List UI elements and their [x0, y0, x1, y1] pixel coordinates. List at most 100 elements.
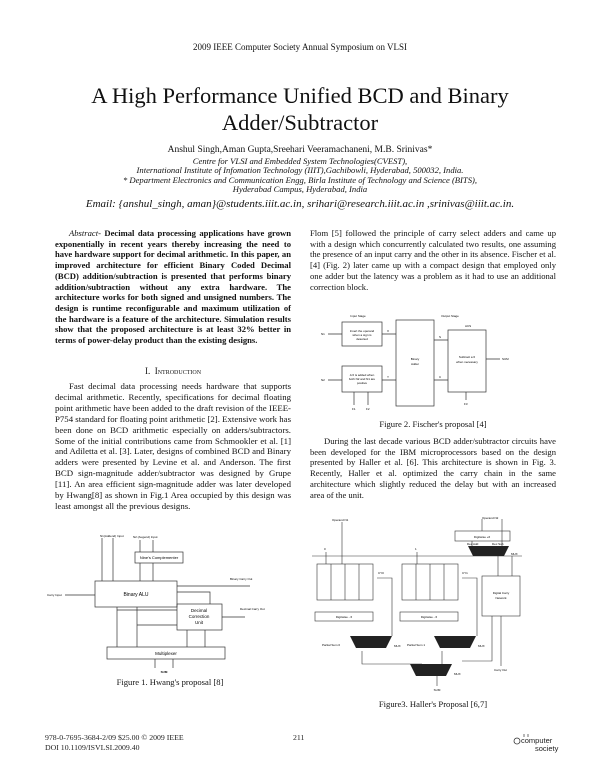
fig2-box2-label: A 6 is added when: [350, 373, 375, 377]
fig2-x: X: [387, 329, 389, 333]
affiliation-line: Hyderabad Campus, Hyderabad, India: [232, 184, 368, 195]
fig1-dcu-label: Decimal: [191, 608, 207, 613]
digitwise-minus6-right: [399, 611, 459, 622]
binary-adder-box: [395, 319, 435, 407]
add-six-box: [341, 365, 383, 393]
running-header: 2009 IEEE Computer Society Annual Sympos…: [192, 42, 408, 52]
fig3-one: 1: [415, 547, 417, 551]
intro-paragraph: Fast decimal data processing needs hardw…: [55, 381, 291, 511]
abstract-label: Abstract-: [69, 228, 101, 238]
fig2-box2-label: positive: [357, 381, 368, 385]
fig2-acs: ACS: [465, 324, 471, 328]
fig3-dec-add: Dec Add: [467, 542, 479, 546]
fig2-adder-label: Adder: [411, 362, 419, 366]
fig2-output-stage: Output Stage: [441, 314, 459, 318]
fig3-mux-final: MUX: [454, 672, 461, 676]
fig2-f2: F2: [366, 407, 370, 411]
fig2-n1: N1: [321, 332, 325, 336]
fig1-mux-label: Multiplexer: [155, 651, 177, 656]
figure-2-caption: Figure 2. Fischer's proposal [4]: [379, 419, 487, 429]
figure-2-diagram: Input Stage Output Stage Invert the oper…: [321, 314, 509, 411]
title-line-2: Adder/Subtractor: [221, 110, 379, 135]
fig1-binary-carry-label: Binary Carry Out: [230, 577, 253, 581]
computer-society-logo-icon: computer society: [513, 734, 559, 753]
fig2-sum: SUM: [502, 357, 509, 361]
title-line-1: A High Performance Unified BCD and Binar…: [91, 83, 509, 108]
right-mux: [434, 636, 476, 648]
fig3-cy0: CY0: [378, 571, 384, 575]
fig2-sub-label: Subtract a 6: [459, 355, 476, 359]
fig3-digitwise-plus6: Digitwise +6: [474, 535, 491, 539]
fig1-dcu-label: Correction: [189, 614, 210, 619]
fig3-carry-out: Carry Out: [494, 668, 507, 672]
fig1-carry-in-label: Carry Input: [47, 593, 62, 597]
computer-society-logo: computer society: [512, 732, 562, 754]
fig3-digitwise-minus6-right: Digitwise - 6: [421, 615, 438, 619]
abstract: Abstract- Decimal data processing applic…: [55, 228, 291, 346]
fig2-n2: N2: [321, 378, 325, 382]
fig3-zero: 0: [324, 547, 326, 551]
fig1-n2-label: N2 (Augend) Input: [133, 535, 158, 539]
section-number: I.: [144, 366, 151, 376]
fig2-c: C: [439, 375, 442, 379]
fig2-box2-label: both N2 and N1 are: [349, 377, 376, 381]
nines-complementer-box: [134, 551, 184, 564]
fig2-adder-label: Binary: [411, 357, 420, 361]
section-title: Introduction: [154, 366, 202, 376]
fig3-partial-sum0: Partial Sum 0: [322, 643, 340, 647]
fig2-s: S: [439, 335, 441, 339]
fig3-mux-right: MUX: [478, 644, 485, 648]
figure-3-diagram: Operand N2 Operand N1 Digitwise +6 Dec A…: [312, 516, 522, 692]
fig1-decimal-carry-label: Decimal Carry Out: [240, 607, 265, 611]
figure-1-diagram: N1(Addend) Input N2 (Augend) Input Nine'…: [47, 534, 265, 674]
fig3-mux-left: MUX: [394, 644, 401, 648]
fig2-sub-label: when necessary: [456, 360, 478, 364]
fig1-n1-label: N1(Addend) Input: [100, 534, 124, 538]
fig3-mux-top: MUX: [511, 552, 518, 556]
fig3-sum: SUM: [434, 688, 441, 692]
fig3-operand-n1: Operand N1: [332, 518, 349, 522]
fig1-nines-label: Nine's Complementer: [140, 555, 179, 560]
fig3-carry-network: Network: [495, 596, 507, 600]
fig2-box1-label: detected: [356, 337, 368, 341]
fig2-f3: F3: [464, 402, 468, 406]
multiplexer-box: [106, 646, 226, 660]
fig1-dcu-label: Unit: [195, 620, 204, 625]
left-mux: [350, 636, 392, 648]
footer-left: 978-0-7695-3684-2/09 $25.00 © 2009 IEEE …: [45, 733, 184, 753]
fig3-digitwise-minus6-left: Digitwise - 6: [336, 615, 353, 619]
authors: Anshul Singh,Aman Gupta,Sreehari Veerama…: [167, 145, 433, 155]
fig2-box1-label: when a sign is: [352, 333, 372, 337]
svg-text:society: society: [535, 744, 559, 753]
binary-alu-box: [94, 580, 178, 608]
abstract-text: Decimal data processing applications hav…: [55, 228, 291, 346]
doi: DOI 10.1109/ISVLSI.2009.40: [45, 743, 140, 752]
isbn: 978-0-7695-3684-2/09 $25.00 © 2009 IEEE: [45, 733, 184, 742]
digitwise-plus6-box: [454, 530, 511, 542]
fig2-box1-label: Invert the operand: [350, 329, 375, 333]
subtract-six-box: [447, 329, 487, 393]
affiliation-line: * Department Electronics and Communicati…: [122, 174, 478, 185]
fig3-cy1: CY1: [462, 571, 468, 575]
figure-1-caption: Figure 1. Hwang's proposal [8]: [116, 677, 224, 687]
fig3-partial-sum1: Partial Sum 1: [407, 643, 425, 647]
fig1-sum-label: SUM: [161, 670, 168, 674]
figure-3-caption: Figure3. Haller's Proposal [6,7]: [378, 699, 488, 709]
fig2-y: Y: [387, 375, 389, 379]
fig3-operand-n2: Operand N2: [482, 516, 499, 520]
digitwise-minus6-left: [314, 611, 374, 622]
svg-text:computer: computer: [521, 736, 553, 745]
fig2-f1: F1: [352, 407, 356, 411]
affiliation-line: Centre for VLSI and Embedded System Tech…: [192, 156, 408, 166]
fig3-carry-network: Digital Carry: [493, 591, 510, 595]
right-paragraph-1: Flom [5] followed the principle of carry…: [310, 228, 556, 292]
top-mux: [468, 546, 509, 556]
fig2-input-stage: Input Stage: [350, 314, 366, 318]
email-line: Email: {anshul_singh, aman}@students.iii…: [85, 198, 515, 210]
paper-title: A High Performance Unified BCD and Binar…: [0, 82, 600, 136]
fig1-alu-label: Binary ALU: [123, 592, 148, 598]
affiliations: Centre for VLSI and Embedded System Tech…: [0, 156, 600, 195]
final-mux: [410, 664, 452, 676]
section-heading: I. Introduction: [55, 366, 291, 376]
right-paragraph-2: During the last decade various BCD adder…: [310, 436, 556, 500]
